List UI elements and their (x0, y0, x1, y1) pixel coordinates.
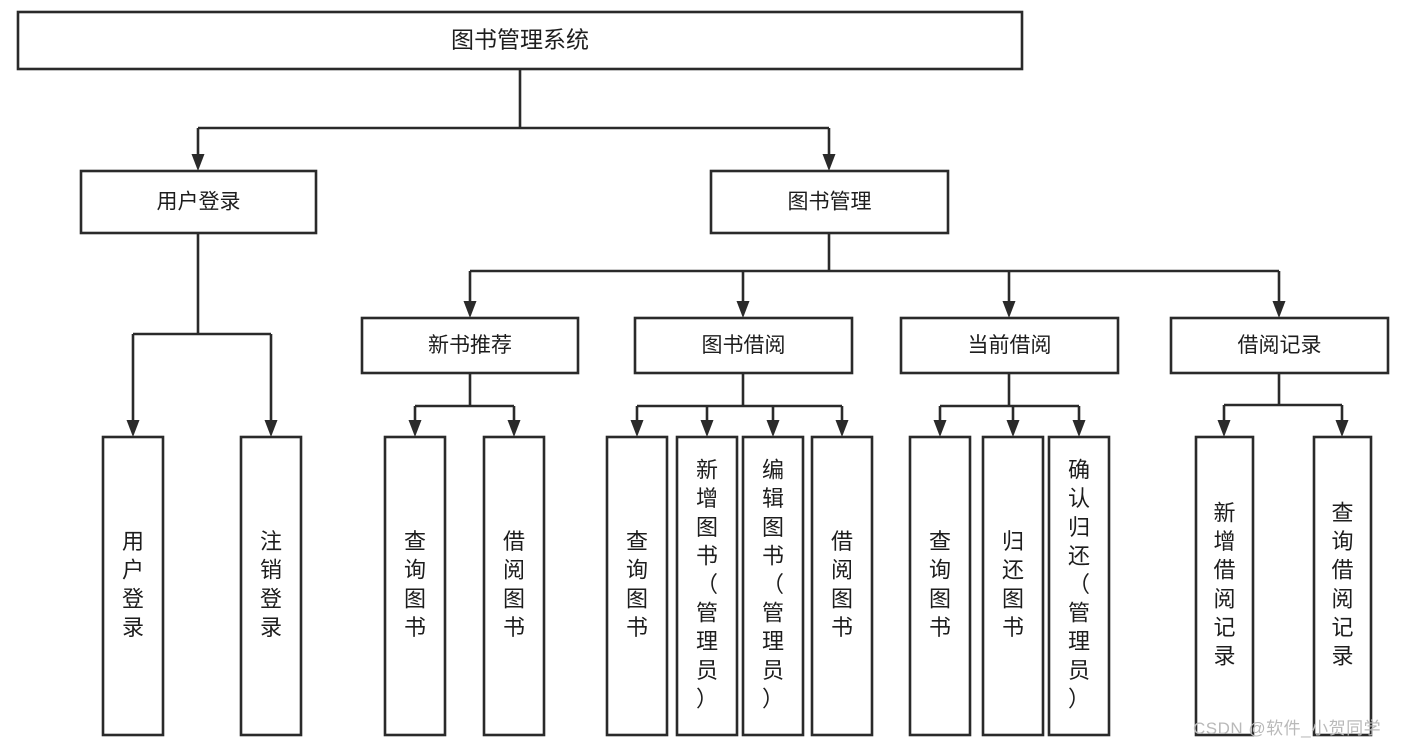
node-leaf-borrow-book-2[interactable]: 借阅图书 (810, 435, 874, 737)
node-leaf-add-record[interactable]: 新增借阅记录 (1194, 435, 1255, 737)
arrowhead-icon (126, 420, 140, 437)
node-leaf-edit-book[interactable]: 编辑图书（管理员） (741, 435, 805, 737)
node-label: 归还图书 (1002, 529, 1024, 640)
arrowhead-icon (835, 420, 849, 437)
node-box[interactable] (79, 169, 318, 235)
node-label: 新增借阅记录 (1213, 500, 1235, 668)
node-box[interactable] (899, 316, 1120, 375)
node-label: 新增图书（管理员） (696, 457, 718, 711)
node-book-manage[interactable]: 图书管理 (709, 169, 950, 235)
node-label: 用户登录 (157, 191, 241, 214)
watermark-label: CSDN @软件_小贺同学 (1193, 719, 1382, 738)
node-box[interactable] (239, 435, 303, 737)
node-box[interactable] (1312, 435, 1373, 737)
node-label: 查询图书 (404, 529, 426, 640)
node-label: 图书管理系统 (451, 27, 589, 53)
arrowhead-icon (822, 154, 836, 171)
arrowhead-icon (463, 301, 477, 318)
node-label: 查询借阅记录 (1331, 500, 1353, 668)
edge-group-borrow-record (1217, 373, 1349, 437)
node-label: 编辑图书（管理员） (762, 457, 784, 711)
node-label: 借阅图书 (503, 529, 525, 640)
node-root[interactable]: 图书管理系统 (16, 10, 1024, 71)
node-box[interactable] (1169, 316, 1390, 375)
node-leaf-confirm-return[interactable]: 确认归还（管理员） (1047, 435, 1111, 737)
node-label: 图书借阅 (702, 334, 786, 357)
node-box[interactable] (741, 435, 805, 737)
node-box[interactable] (383, 435, 447, 737)
arrowhead-icon (1006, 420, 1020, 437)
node-label: 借阅图书 (831, 529, 853, 640)
arrowhead-icon (1217, 420, 1231, 437)
node-label: 查询图书 (626, 529, 648, 640)
node-leaf-query-book-2[interactable]: 查询图书 (605, 435, 669, 737)
node-box[interactable] (1194, 435, 1255, 737)
nodes-layer: 图书管理系统用户登录图书管理新书推荐图书借阅当前借阅借阅记录用户登录注销登录查询… (16, 10, 1390, 737)
edge-group-user-login (126, 233, 278, 437)
arrowhead-icon (264, 420, 278, 437)
node-box[interactable] (1047, 435, 1111, 737)
node-leaf-query-book-3[interactable]: 查询图书 (908, 435, 972, 737)
arrowhead-icon (933, 420, 947, 437)
edge-group-book-manage (463, 233, 1286, 318)
node-box[interactable] (482, 435, 546, 737)
arrowhead-icon (766, 420, 780, 437)
arrowhead-icon (507, 420, 521, 437)
node-leaf-query-book-1[interactable]: 查询图书 (383, 435, 447, 737)
arrowhead-icon (1002, 301, 1016, 318)
node-label: 当前借阅 (968, 334, 1052, 357)
arrowhead-icon (408, 420, 422, 437)
arrowhead-icon (1072, 420, 1086, 437)
node-box[interactable] (101, 435, 165, 737)
edge-group-book-borrow (630, 373, 849, 437)
node-new-book-rec[interactable]: 新书推荐 (360, 316, 580, 375)
edge-group-root (191, 69, 836, 171)
node-book-borrow[interactable]: 图书借阅 (633, 316, 854, 375)
node-box[interactable] (675, 435, 739, 737)
node-leaf-return-book[interactable]: 归还图书 (981, 435, 1045, 737)
node-user-login[interactable]: 用户登录 (79, 169, 318, 235)
node-label: 用户登录 (122, 529, 144, 640)
node-leaf-add-book[interactable]: 新增图书（管理员） (675, 435, 739, 737)
node-leaf-logout[interactable]: 注销登录 (239, 435, 303, 737)
node-label: 图书管理 (788, 191, 872, 214)
arrowhead-icon (630, 420, 644, 437)
node-leaf-user-login[interactable]: 用户登录 (101, 435, 165, 737)
node-box[interactable] (810, 435, 874, 737)
node-label: 确认归还（管理员） (1068, 457, 1090, 711)
node-borrow-record[interactable]: 借阅记录 (1169, 316, 1390, 375)
edges-layer (126, 69, 1349, 437)
node-leaf-borrow-book-1[interactable]: 借阅图书 (482, 435, 546, 737)
node-box[interactable] (633, 316, 854, 375)
node-box[interactable] (981, 435, 1045, 737)
node-label: 注销登录 (260, 529, 282, 640)
node-box[interactable] (16, 10, 1024, 71)
node-label: 借阅记录 (1238, 334, 1322, 357)
arrowhead-icon (1335, 420, 1349, 437)
node-leaf-query-record[interactable]: 查询借阅记录 (1312, 435, 1373, 737)
arrowhead-icon (1272, 301, 1286, 318)
node-label: 查询图书 (929, 529, 951, 640)
node-box[interactable] (360, 316, 580, 375)
edge-group-new-book-rec (408, 373, 521, 437)
edge-group-current-borrow (933, 373, 1086, 437)
node-label: 新书推荐 (428, 334, 512, 357)
node-box[interactable] (908, 435, 972, 737)
node-box[interactable] (605, 435, 669, 737)
arrowhead-icon (736, 301, 750, 318)
arrowhead-icon (191, 154, 205, 171)
node-box[interactable] (709, 169, 950, 235)
node-current-borrow[interactable]: 当前借阅 (899, 316, 1120, 375)
arrowhead-icon (700, 420, 714, 437)
